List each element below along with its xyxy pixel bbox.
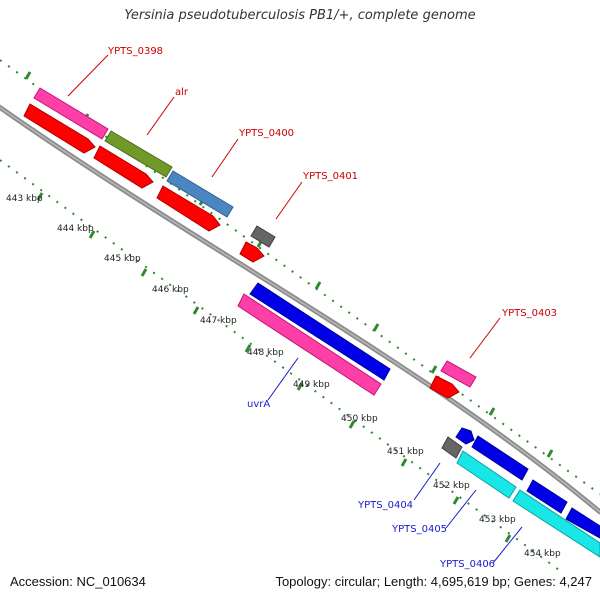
- tick-label-454: 454 kbp: [524, 549, 561, 559]
- tick-label-445: 445 kbp: [104, 254, 141, 264]
- kbp-tick-labels: 443 kbp 444 kbp 445 kbp 446 kbp 447 kbp …: [6, 194, 561, 559]
- genome-backbone-highlight: [0, 106, 600, 513]
- tick-label-450: 450 kbp: [341, 414, 378, 424]
- callout-ypts0404: [413, 462, 441, 501]
- tick-label-446: 446 kbp: [152, 285, 189, 295]
- tick-label-448: 448 kbp: [247, 348, 284, 358]
- inner-dotted-track: [0, 159, 561, 570]
- gene-label-ypts0398[interactable]: YPTS_0398: [107, 46, 163, 57]
- cds-arrow-ypts0400[interactable]: [156, 185, 221, 232]
- tick-label-447: 447 kbp: [200, 316, 237, 326]
- gene-gray-small[interactable]: [441, 436, 463, 459]
- cds-arrow-ypts0398[interactable]: [23, 103, 96, 154]
- cds-arrow-alr[interactable]: [93, 145, 154, 189]
- cds-arrow-ypts0401[interactable]: [239, 241, 265, 263]
- gene-label-ypts0406[interactable]: YPTS_0406: [439, 559, 495, 570]
- gene-ypts0398[interactable]: [33, 87, 109, 140]
- tick-label-449: 449 kbp: [293, 380, 330, 390]
- gene-ypts0400[interactable]: [166, 170, 234, 218]
- gene-ypts0406[interactable]: [512, 489, 600, 558]
- gene-label-ypts0400[interactable]: YPTS_0400: [238, 128, 294, 139]
- callout-ypts0405: [445, 489, 477, 529]
- gene-name-labels: YPTS_0398 alr YPTS_0400 YPTS_0401 YPTS_0…: [107, 46, 557, 570]
- outer-dot-line: [0, 59, 600, 495]
- gene-ypts0401[interactable]: [250, 225, 276, 248]
- gene-label-ypts0403[interactable]: YPTS_0403: [501, 308, 557, 319]
- tick-label-451: 451 kbp: [387, 447, 424, 457]
- tick-label-453: 453 kbp: [479, 515, 516, 525]
- inner-dot-line: [0, 159, 561, 570]
- accession-text: Accession: NC_010634: [10, 574, 146, 589]
- callout-ypts0398: [67, 54, 109, 97]
- gene-blue-mid[interactable]: [471, 435, 529, 481]
- gene-ypts0403[interactable]: [440, 360, 477, 388]
- gene-label-alr[interactable]: alr: [175, 87, 189, 98]
- red-feature-arrows: [23, 103, 460, 399]
- tick-label-444: 444 kbp: [57, 224, 94, 234]
- gene-ypts0404[interactable]: [455, 427, 475, 445]
- gene-callouts: [67, 54, 523, 564]
- gene-label-ypts0405[interactable]: YPTS_0405: [391, 524, 447, 535]
- callout-ypts0400: [211, 138, 239, 178]
- gene-label-ypts0404[interactable]: YPTS_0404: [357, 500, 413, 511]
- gene-label-uvra[interactable]: uvrA: [247, 399, 270, 410]
- callout-ypts0406: [492, 526, 523, 564]
- gene-uvra-blue[interactable]: [249, 282, 391, 381]
- callout-alr: [146, 96, 175, 136]
- inner-genes: [237, 282, 600, 558]
- cds-arrow-ypts0403[interactable]: [429, 375, 460, 399]
- outer-genes: [33, 87, 477, 388]
- genome-summary-text: Topology: circular; Length: 4,695,619 bp…: [275, 574, 592, 589]
- gene-blue-right1[interactable]: [526, 479, 568, 514]
- callout-uvra: [267, 357, 299, 401]
- gene-label-ypts0401[interactable]: YPTS_0401: [302, 171, 358, 182]
- genome-title: Yersinia pseudotuberculosis PB1/+, compl…: [124, 8, 476, 23]
- tick-label-443: 443 kbp: [6, 194, 43, 204]
- genome-map: 443 kbp 444 kbp 445 kbp 446 kbp 447 kbp …: [0, 46, 600, 570]
- callout-ypts0401: [275, 181, 303, 220]
- gene-alr[interactable]: [104, 130, 173, 178]
- gene-uvra[interactable]: [237, 293, 382, 396]
- inner-major-ticks: [36, 192, 512, 543]
- callout-ypts0403: [469, 317, 501, 359]
- gene-ypts0405[interactable]: [456, 450, 517, 499]
- tick-label-452: 452 kbp: [433, 481, 470, 491]
- gene-blue-right2[interactable]: [565, 507, 600, 539]
